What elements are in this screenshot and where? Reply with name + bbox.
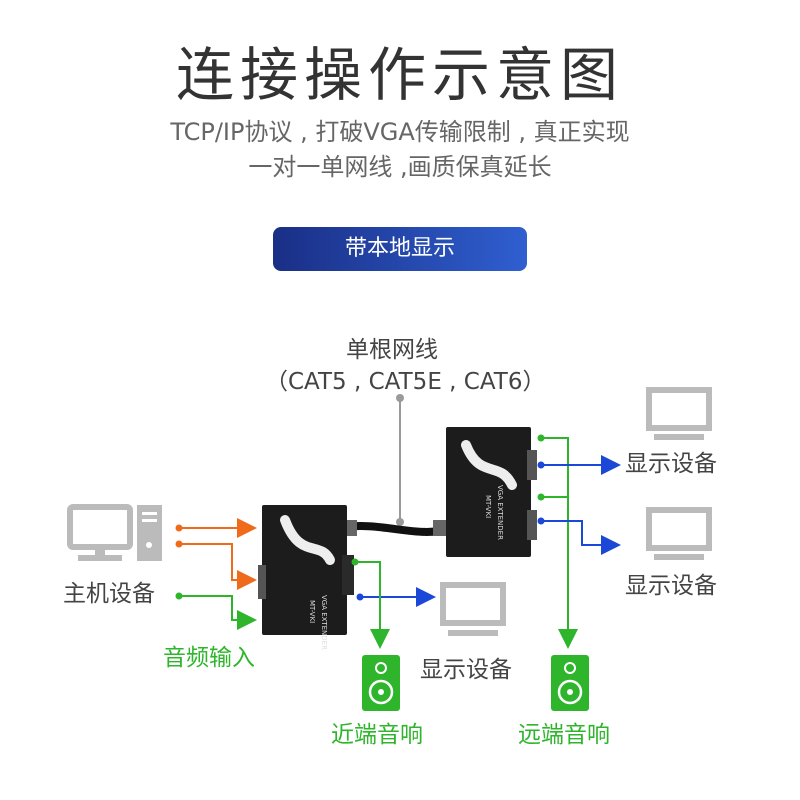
svg-text:MT-VKI: MT-VKI: [484, 495, 492, 518]
far-speaker-icon: [551, 655, 589, 711]
local-video-output: [356, 587, 436, 607]
near-audio-output: [351, 558, 390, 649]
receiver-device: VGA EXTENDER MT-VKI: [446, 427, 537, 557]
mode-badge: 带本地显示: [273, 227, 527, 271]
local-monitor-icon: [440, 582, 506, 636]
svg-text:VGA EXTENDER: VGA EXTENDER: [496, 485, 504, 540]
cable-tap-dot: [396, 518, 404, 526]
vga-input-arrows: [175, 518, 257, 590]
network-cable: [335, 520, 455, 536]
remote-display-1-label: 显示设备: [625, 451, 717, 477]
audio-input-label: 音频输入: [163, 645, 255, 671]
subtitle-line-2: 一对一单网线 ,画质保真延长: [248, 153, 552, 181]
remote-monitor-2-icon: [646, 507, 712, 560]
local-display-label: 显示设备: [420, 657, 512, 683]
remote-video-output-2: [537, 517, 621, 555]
remote-video-output-1: [537, 455, 621, 475]
near-speaker-icon: [362, 655, 400, 711]
subtitle-line-1: TCP/IP协议 , 打破VGA传输限制 , 真正实现: [170, 118, 630, 146]
remote-monitor-1-icon: [646, 387, 712, 440]
cable-label: 单根网线: [346, 337, 438, 363]
svg-text:MT-VKI: MT-VKI: [308, 600, 316, 623]
audio-input-arrow: [175, 592, 257, 630]
remote-display-2-label: 显示设备: [625, 573, 717, 599]
cable-types-label: （CAT5 , CAT5E , CAT6）: [265, 369, 546, 395]
page-title: 连接操作示意图: [175, 41, 624, 109]
svg-text:VGA EXTENDER: VGA EXTENDER: [320, 595, 328, 650]
host-computer-icon: [67, 504, 162, 561]
cable-label-dot: [396, 394, 404, 402]
host-label: 主机设备: [63, 581, 155, 607]
far-speaker-label: 远端音响: [518, 722, 610, 748]
receiver-audio-lines: [537, 434, 578, 649]
transmitter-device: VGA EXTENDER MT-VKI: [258, 505, 354, 650]
near-speaker-label: 近端音响: [331, 722, 423, 748]
